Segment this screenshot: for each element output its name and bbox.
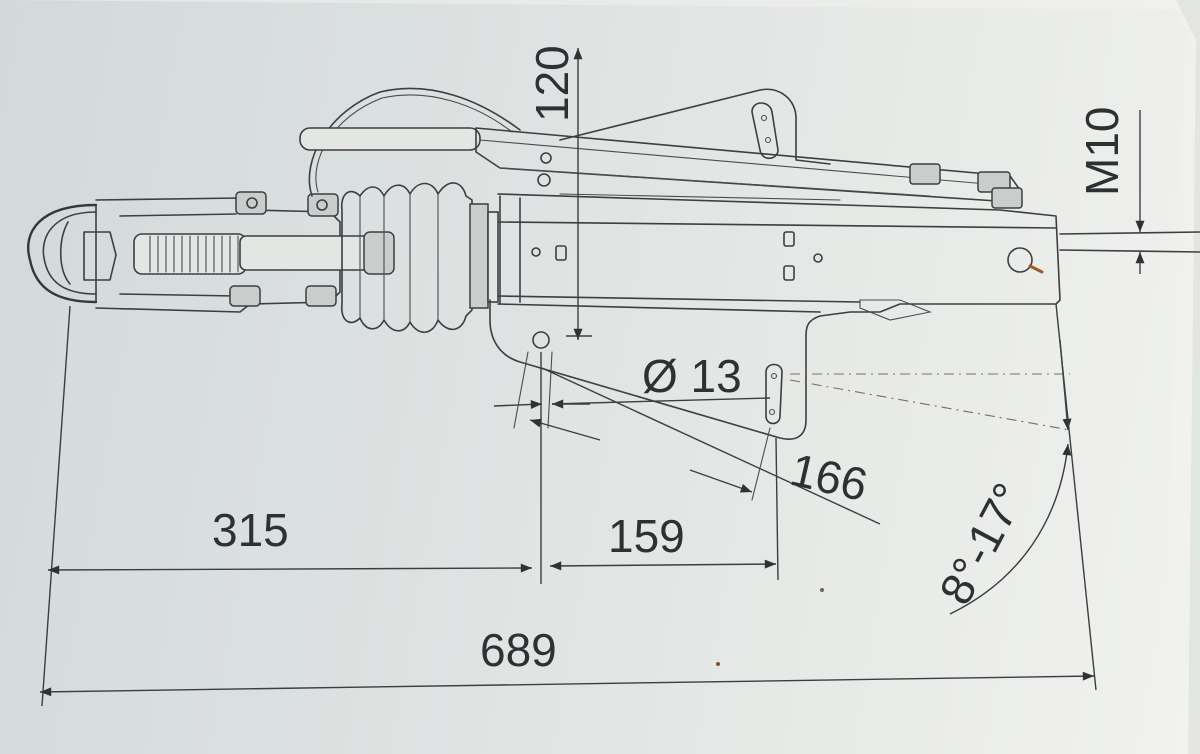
coupling-head xyxy=(27,191,395,313)
overall-length-label: 689 xyxy=(480,624,557,676)
dimension-height: 120 xyxy=(526,45,592,340)
hole-diameter-label: Ø 13 xyxy=(642,350,742,402)
hole-to-slot-label: 159 xyxy=(608,510,685,562)
thread-label: M10 xyxy=(1076,107,1128,196)
angle-label: 8°-17° xyxy=(929,475,1035,613)
drawbar-body xyxy=(489,193,1200,440)
height-label: 120 xyxy=(526,45,578,122)
handbrake-lever xyxy=(299,87,1023,209)
dimension-hole-diameter: Ø 13 xyxy=(493,350,771,429)
offset-label: 315 xyxy=(212,504,289,556)
dimension-thread: M10 xyxy=(1076,107,1145,274)
bellows xyxy=(340,182,499,334)
dimension-horizontal: 315 159 689 xyxy=(39,305,1095,707)
hole-spacing-label: 166 xyxy=(786,443,872,511)
